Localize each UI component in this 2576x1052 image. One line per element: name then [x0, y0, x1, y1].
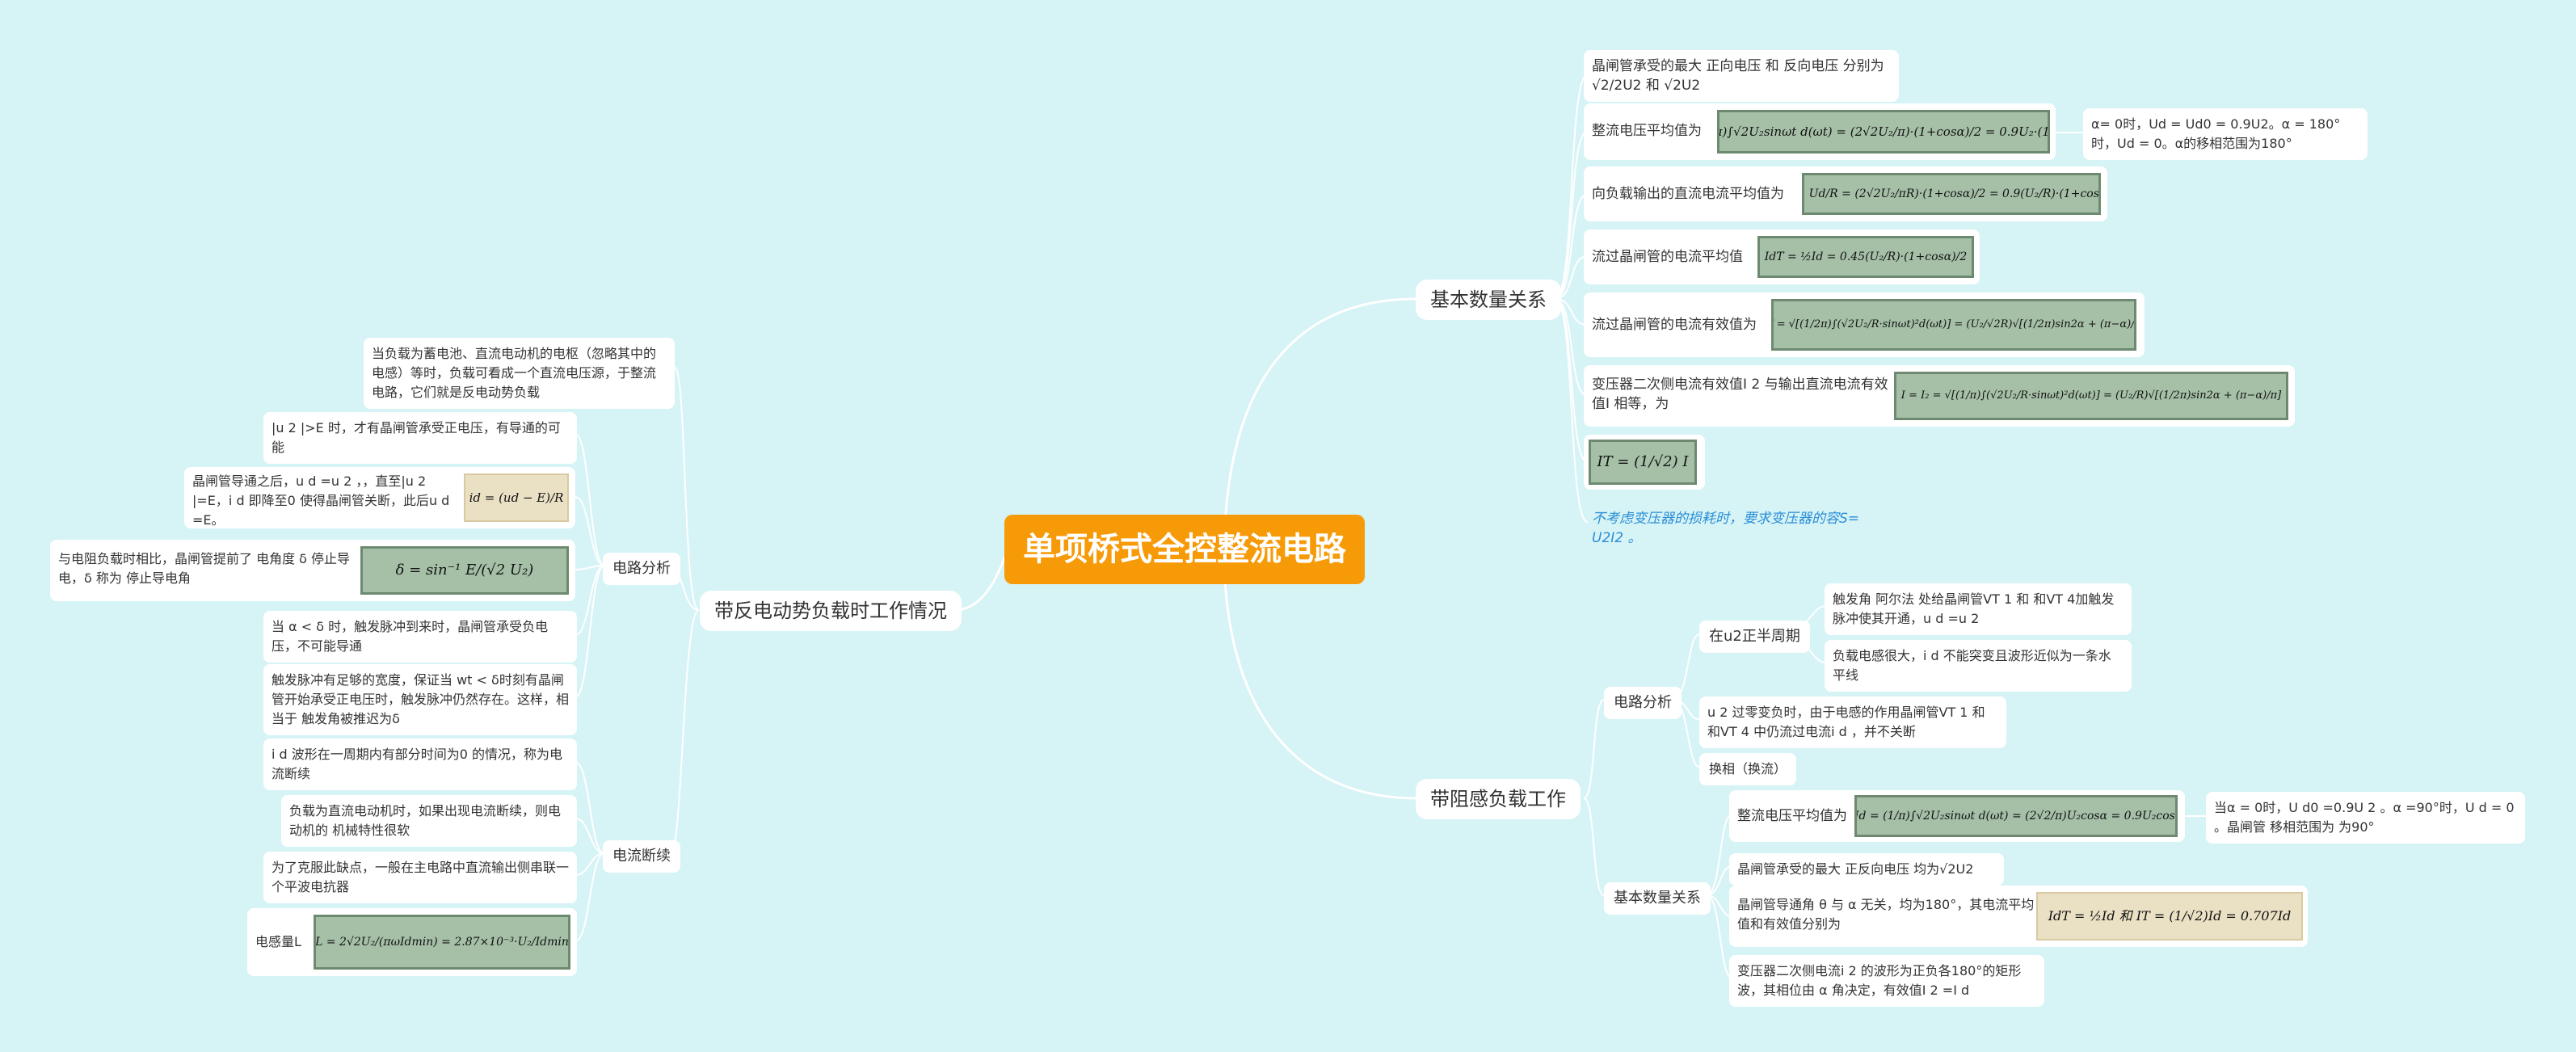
inductive-avg-node[interactable]: 整流电压平均值为 Ud = (1/π)∫√2U₂sinωt d(ωt) = (2… [1729, 790, 2185, 842]
inductive-avg-formula: Ud = (1/π)∫√2U₂sinωt d(ωt) = (2√2/π)U₂co… [1854, 795, 2178, 837]
inductive-conduction-node[interactable]: 晶闸管导通角 θ 与 α 无关，均为180°，其电流平均值和有效值分别为 IdT… [1729, 886, 2308, 947]
basic-avg-current-node[interactable]: 向负载输出的直流电流平均值为 Id = Ud/R = (2√2U₂/πR)·(1… [1584, 166, 2107, 221]
emf-inductance-label: 电感量L [255, 934, 301, 949]
basic-thy-rms-node[interactable]: 流过晶闸管的电流有效值为 IT = √[(1/2π)∫(√2U₂/R·sinωt… [1584, 292, 2145, 357]
basic-it-node[interactable]: IT = (1/√2) I [1584, 435, 1705, 490]
emf-load-topic[interactable]: 带反电动势负载时工作情况 [700, 591, 962, 631]
basic-it-formula: IT = (1/√2) I [1589, 440, 1697, 485]
inductive-load-topic[interactable]: 带阻感负载工作 [1416, 779, 1581, 819]
emf-inductance-formula: L = 2√2U₂/(πωIdmin) = 2.87×10⁻³·U₂/Idmin [314, 915, 570, 970]
basic-avg-voltage-label: 整流电压平均值为 [1592, 123, 1702, 139]
basic-secondary-label: 变压器二次侧电流有效值I 2 与输出直流电流有效值I 相等，为 [1592, 377, 1888, 412]
basic-avg-current-label: 向负载输出的直流电流平均值为 [1592, 186, 1784, 202]
inductive-positive-item[interactable]: 触发角 阿尔法 处给晶闸管VT 1 和 和VT 4加触发脉冲使其开通，u d =… [1825, 583, 2132, 635]
emf-circuit-analysis[interactable]: 电路分析 [603, 553, 680, 585]
basic-avg-voltage-note[interactable]: α= 0时，Ud = Ud0 = 0.9U2。α = 180°时，Ud = 0。… [2083, 108, 2368, 160]
emf-inductance-node[interactable]: 电感量L L = 2√2U₂/(πωIdmin) = 2.87×10⁻³·U₂/… [247, 908, 577, 976]
emf-circuit-item[interactable]: 触发脉冲有足够的宽度，保证当 wt < δ时刻有晶闸管开始承受正电压时，触发脉冲… [263, 664, 577, 735]
emf-circuit-item-text: 晶闸管导通之后，u d =u 2 ，，直至|u 2 |=E，i d 即降至0 使… [192, 473, 450, 528]
emf-circuit-item-stop[interactable]: 与电阻负载时相比，晶闸管提前了 电角度 δ 停止导电，δ 称为 停止导电角 δ … [50, 540, 575, 601]
basic-thy-avg-label: 流过晶闸管的电流平均值 [1592, 249, 1743, 265]
emf-delta-formula: δ = sin⁻¹ E/(√2 U₂) [360, 546, 569, 595]
emf-discontinuous[interactable]: 电流断续 [603, 840, 680, 873]
basic-transformer-note[interactable]: 不考虑变压器的损耗时，要求变压器的容S= U2I2 。 [1592, 511, 1860, 546]
inductive-positive-item[interactable]: 负载电感很大，i d 不能突变且波形近似为一条水平线 [1825, 640, 2132, 692]
basic-thy-avg-node[interactable]: 流过晶闸管的电流平均值 IdT = ½Id = 0.45(U₂/R)·(1+co… [1584, 229, 1980, 284]
basic-secondary-formula: I = I₂ = √[(1/π)∫(√2U₂/R·sinωt)²d(ωt)] =… [1894, 372, 2288, 420]
emf-discontinuous-item[interactable]: 为了克服此缺点，一般在主电路中直流输出侧串联一个平波电抗器 [263, 852, 577, 903]
emf-circuit-item[interactable]: 当 α < δ 时，触发脉冲到来时，晶闸管承受负电压，不可能导通 [263, 611, 577, 663]
basic-avg-current-formula: Id = Ud/R = (2√2U₂/πR)·(1+cosα)/2 = 0.9(… [1802, 173, 2101, 215]
emf-intro[interactable]: 当负载为蓄电池、直流电动机的电枢（忽略其中的电感）等时，负载可看成一个直流电压源… [364, 338, 675, 409]
inductive-avg-label: 整流电压平均值为 [1737, 808, 1847, 824]
inductive-basic-quantities[interactable]: 基本数量关系 [1604, 882, 1711, 915]
emf-discontinuous-item[interactable]: 负载为直流电动机时，如果出现电流断续，则电动机的 机械特性很软 [281, 795, 577, 847]
basic-quantities-topic[interactable]: 基本数量关系 [1416, 280, 1561, 320]
basic-avg-voltage-node[interactable]: 整流电压平均值为 Ud = (1/π)∫√2U₂sinωt d(ωt) = (2… [1584, 103, 2056, 160]
emf-discontinuous-item[interactable]: i d 波形在一周期内有部分时间为0 的情况，称为电流断续 [263, 739, 577, 790]
emf-circuit-item-text: 与电阻负载时相比，晶闸管提前了 电角度 δ 停止导电，δ 称为 停止导电角 [58, 551, 351, 586]
inductive-conduction-label: 晶闸管导通角 θ 与 α 无关，均为180°，其电流平均值和有效值分别为 [1737, 897, 2035, 932]
basic-thy-rms-label: 流过晶闸管的电流有效值为 [1592, 317, 1757, 333]
basic-thy-rms-formula: IT = √[(1/2π)∫(√2U₂/R·sinωt)²d(ωt)] = (U… [1771, 299, 2136, 351]
emf-circuit-item[interactable]: |u 2 |>E 时，才有晶闸管承受正电压，有导通的可能 [263, 412, 577, 464]
inductive-commutation[interactable]: 换相（换流） [1699, 753, 1797, 785]
inductive-zero-cross[interactable]: u 2 过零变负时，由于电感的作用晶闸管VT 1 和 和VT 4 中仍流过电流i… [1699, 696, 2006, 748]
emf-id-formula: id = (ud − E)/R [464, 473, 569, 522]
basic-secondary-node[interactable]: 变压器二次侧电流有效值I 2 与输出直流电流有效值I 相等，为 I = I₂ =… [1584, 365, 2295, 427]
root-title[interactable]: 单项桥式全控整流电路 [1004, 515, 1365, 584]
inductive-max-voltage[interactable]: 晶闸管承受的最大 正反向电压 均为√2U2 [1729, 853, 2004, 886]
emf-circuit-item-conduction[interactable]: 晶闸管导通之后，u d =u 2 ，，直至|u 2 |=E，i d 即降至0 使… [184, 467, 575, 528]
inductive-conduction-formula: IdT = ½Id 和 IT = (1/√2)Id = 0.707Id [2036, 892, 2303, 940]
basic-thy-avg-formula: IdT = ½Id = 0.45(U₂/R)·(1+cosα)/2 [1757, 236, 1974, 278]
inductive-positive-half[interactable]: 在u2正半周期 [1699, 621, 1810, 653]
inductive-avg-note[interactable]: 当α = 0时，U d0 =0.9U 2 。α =90°时，U d = 0 。晶… [2206, 792, 2525, 844]
basic-max-voltage[interactable]: 晶闸管承受的最大 正向电压 和 反向电压 分别为√2/2U2 和 √2U2 [1584, 50, 1899, 102]
basic-avg-voltage-formula: Ud = (1/π)∫√2U₂sinωt d(ωt) = (2√2U₂/π)·(… [1717, 110, 2050, 154]
inductive-circuit-analysis[interactable]: 电路分析 [1604, 687, 1682, 719]
inductive-secondary-current[interactable]: 变压器二次侧电流i 2 的波形为正负各180°的矩形波，其相位由 α 角决定，有… [1729, 955, 2044, 1007]
